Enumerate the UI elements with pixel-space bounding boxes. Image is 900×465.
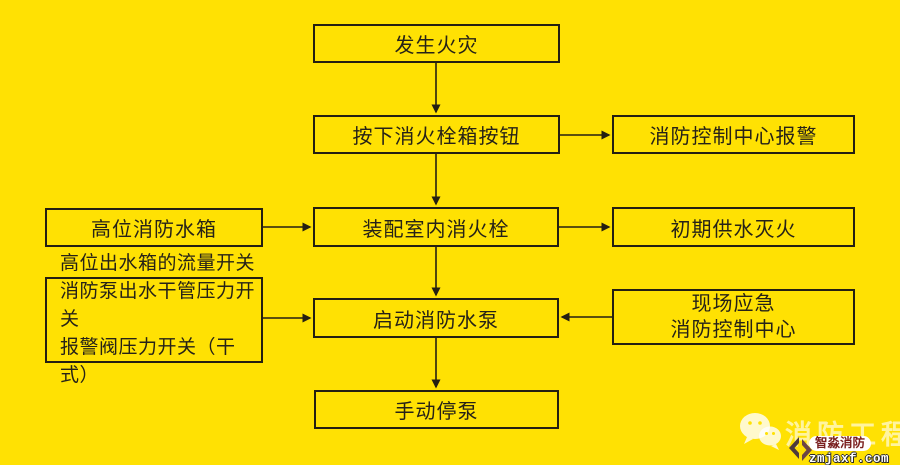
pressure-switch-line: 报警阀压力开关（干式） (60, 337, 236, 386)
node-start-fire-pump: 启动消防水泵 (313, 298, 559, 338)
zhimiao-diamond-logo-icon (789, 437, 812, 461)
pressure-switch-line: 高位出水箱的流量开关 (60, 253, 256, 274)
watermark-brand-text: 消防工程 (785, 420, 900, 450)
onsite-emergency-line: 现场应急 (691, 293, 776, 315)
watermark-site-url: zmjaxf.com (809, 452, 890, 465)
watermark: 消防工程 智淼消防 zmjaxf.com (725, 395, 900, 465)
node-high-level-water-tank: 高位消防水箱 (45, 208, 263, 247)
node-fire-occurs: 发生火灾 (313, 24, 560, 63)
node-control-center-alarm: 消防控制中心报警 (612, 115, 855, 154)
pressure-switch-line: 消防泵出水干管压力开关 (60, 281, 256, 330)
wechat-icon (740, 413, 781, 450)
node-manual-pump-stop: 手动停泵 (314, 390, 559, 429)
node-pressure-switches: 高位出水箱的流量开关 消防泵出水干管压力开关 报警阀压力开关（干式） (45, 253, 263, 386)
onsite-emergency-line: 消防控制中心 (670, 319, 797, 341)
node-initial-water-supply: 初期供水灭火 (612, 207, 855, 247)
node-onsite-emergency-center: 现场应急 消防控制中心 (612, 289, 855, 345)
node-indoor-hydrant: 装配室内消火栓 (313, 207, 559, 247)
node-press-hydrant-button: 按下消火栓箱按钮 (313, 115, 560, 154)
watermark-badge: 智淼消防 (809, 436, 872, 451)
